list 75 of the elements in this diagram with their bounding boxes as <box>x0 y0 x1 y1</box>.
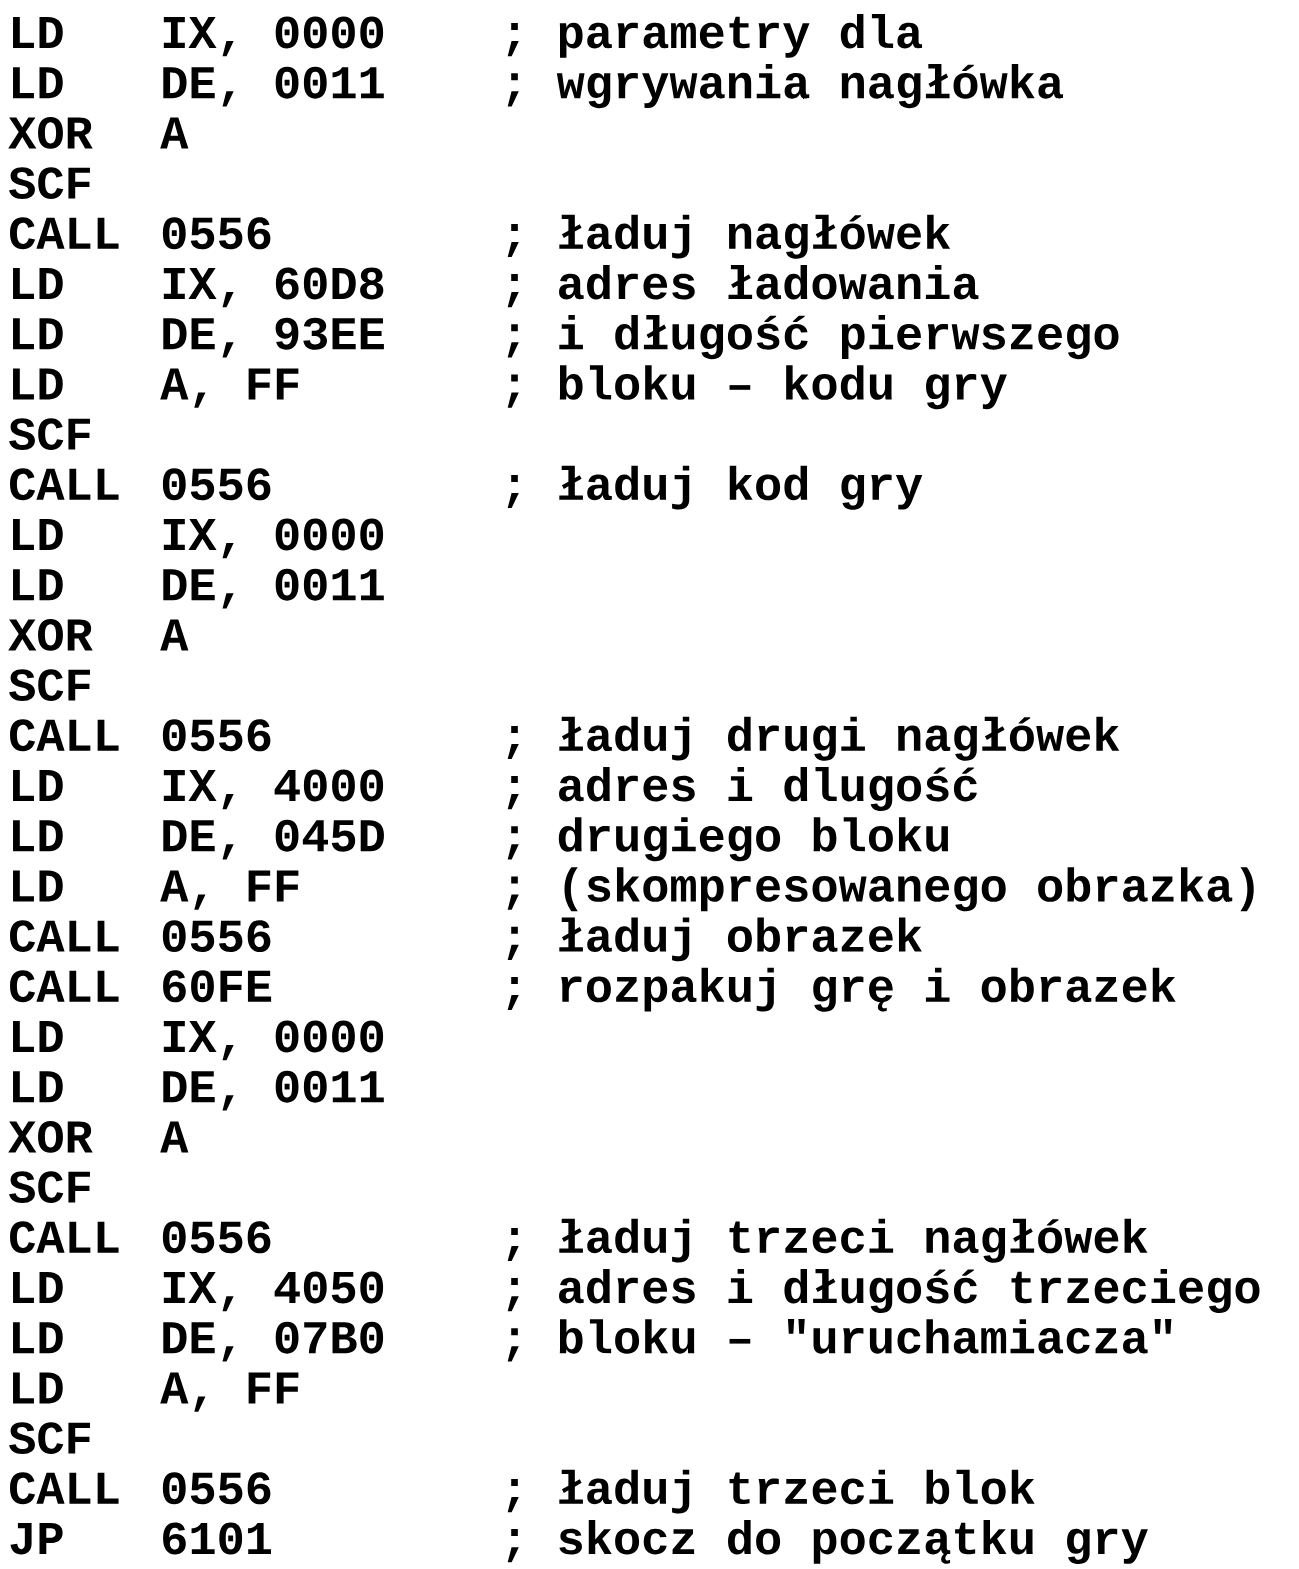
mnemonic: XOR <box>8 116 93 149</box>
mnemonic: LD <box>13 318 63 350</box>
mnemonic: CALL <box>10 468 119 501</box>
code-comment: ; (skompresowanego obrazka) <box>507 867 1254 912</box>
mnemonic: SCF <box>9 1171 90 1204</box>
mnemonic: XOR <box>8 1120 93 1153</box>
code-comment: ; ładuj nagłówek <box>507 214 951 259</box>
operand: IX, 4000 <box>163 769 384 810</box>
mnemonic: LD <box>13 368 63 400</box>
operand: DE, 93EE <box>163 317 384 358</box>
operand: 0556 <box>162 719 271 752</box>
mnemonic: SCF <box>9 418 90 451</box>
operand: A, FF <box>160 870 299 910</box>
operand: A, FF <box>160 1372 299 1412</box>
operand: IX, 0000 <box>163 518 384 559</box>
operand: 0556 <box>162 1221 271 1254</box>
code-comment: ; wgrywania nagłówka <box>507 64 1064 109</box>
mnemonic: LD <box>13 870 63 902</box>
mnemonic: LD <box>13 1021 63 1052</box>
operand: A, FF <box>160 368 299 408</box>
code-comment: ; adres ładowania <box>507 264 979 308</box>
mnemonic: LD <box>13 770 63 801</box>
mnemonic: SCF <box>9 669 90 702</box>
mnemonic: SCF <box>9 1422 90 1455</box>
mnemonic: CALL <box>10 719 119 752</box>
mnemonic: LD <box>13 519 63 550</box>
code-comment: ; adres i dlugość <box>507 766 977 811</box>
operand: A <box>160 117 189 149</box>
operand: A <box>160 619 189 651</box>
operand: DE, 0011 <box>163 66 384 107</box>
code-comment: ; rozpakuj grę i obrazek <box>507 967 1176 1012</box>
mnemonic: CALL <box>10 1221 119 1254</box>
mnemonic: CALL <box>10 217 119 250</box>
code-comment: ; ładuj obrazek <box>507 917 922 962</box>
mnemonic: LD <box>13 820 63 852</box>
operand: 0556 <box>162 920 271 953</box>
operand: 0556 <box>162 1472 271 1505</box>
mnemonic: CALL <box>10 920 119 953</box>
mnemonic: CALL <box>10 970 119 1003</box>
mnemonic: LD <box>13 569 63 601</box>
operand: 0556 <box>162 217 271 250</box>
mnemonic: LD <box>13 1272 63 1303</box>
operand: DE, 045D <box>163 819 384 860</box>
mnemonic: SCF <box>9 167 90 200</box>
code-comment: ; parametry dla <box>507 13 923 58</box>
mnemonic: LD <box>13 1071 63 1103</box>
operand: A <box>160 1121 189 1153</box>
mnemonic: LD <box>13 17 63 48</box>
mnemonic: LD <box>13 1322 63 1354</box>
code-comment: ; ładuj trzeci nagłówek <box>507 1218 1148 1263</box>
operand: 0556 <box>162 468 271 501</box>
mnemonic: LD <box>13 1372 63 1404</box>
code-comment: ; i długość pierwszego <box>507 315 1119 360</box>
operand: IX, 0000 <box>163 16 384 57</box>
code-comment: ; ładuj trzeci blok <box>507 1469 1035 1514</box>
code-comment: ; ładuj drugi nagłówek <box>507 716 1120 761</box>
mnemonic: LD <box>13 268 63 299</box>
mnemonic: LD <box>13 67 63 99</box>
mnemonic: CALL <box>10 1472 119 1505</box>
operand: 6101 <box>163 1522 271 1555</box>
code-comment: ; bloku – kodu gry <box>507 365 1007 410</box>
operand: DE, 07B0 <box>163 1321 384 1362</box>
code-comment: ; ładuj kod gry <box>507 465 923 510</box>
code-comment: ; skocz do początku gry <box>507 1519 1148 1564</box>
operand: IX, 60D8 <box>163 267 384 308</box>
operand: IX, 4050 <box>163 1271 384 1312</box>
operand: DE, 0011 <box>163 1070 384 1111</box>
mnemonic: XOR <box>8 618 93 651</box>
operand: 60FE <box>163 970 272 1003</box>
code-comment: ; adres i długość trzeciego <box>507 1268 1260 1313</box>
operand: IX, 0000 <box>163 1020 384 1061</box>
code-comment: ; bloku – "uruchamiacza" <box>507 1319 1172 1362</box>
mnemonic: JP <box>10 1523 63 1555</box>
code-comment: ; drugiego bloku <box>507 817 949 862</box>
operand: DE, 0011 <box>163 568 384 609</box>
